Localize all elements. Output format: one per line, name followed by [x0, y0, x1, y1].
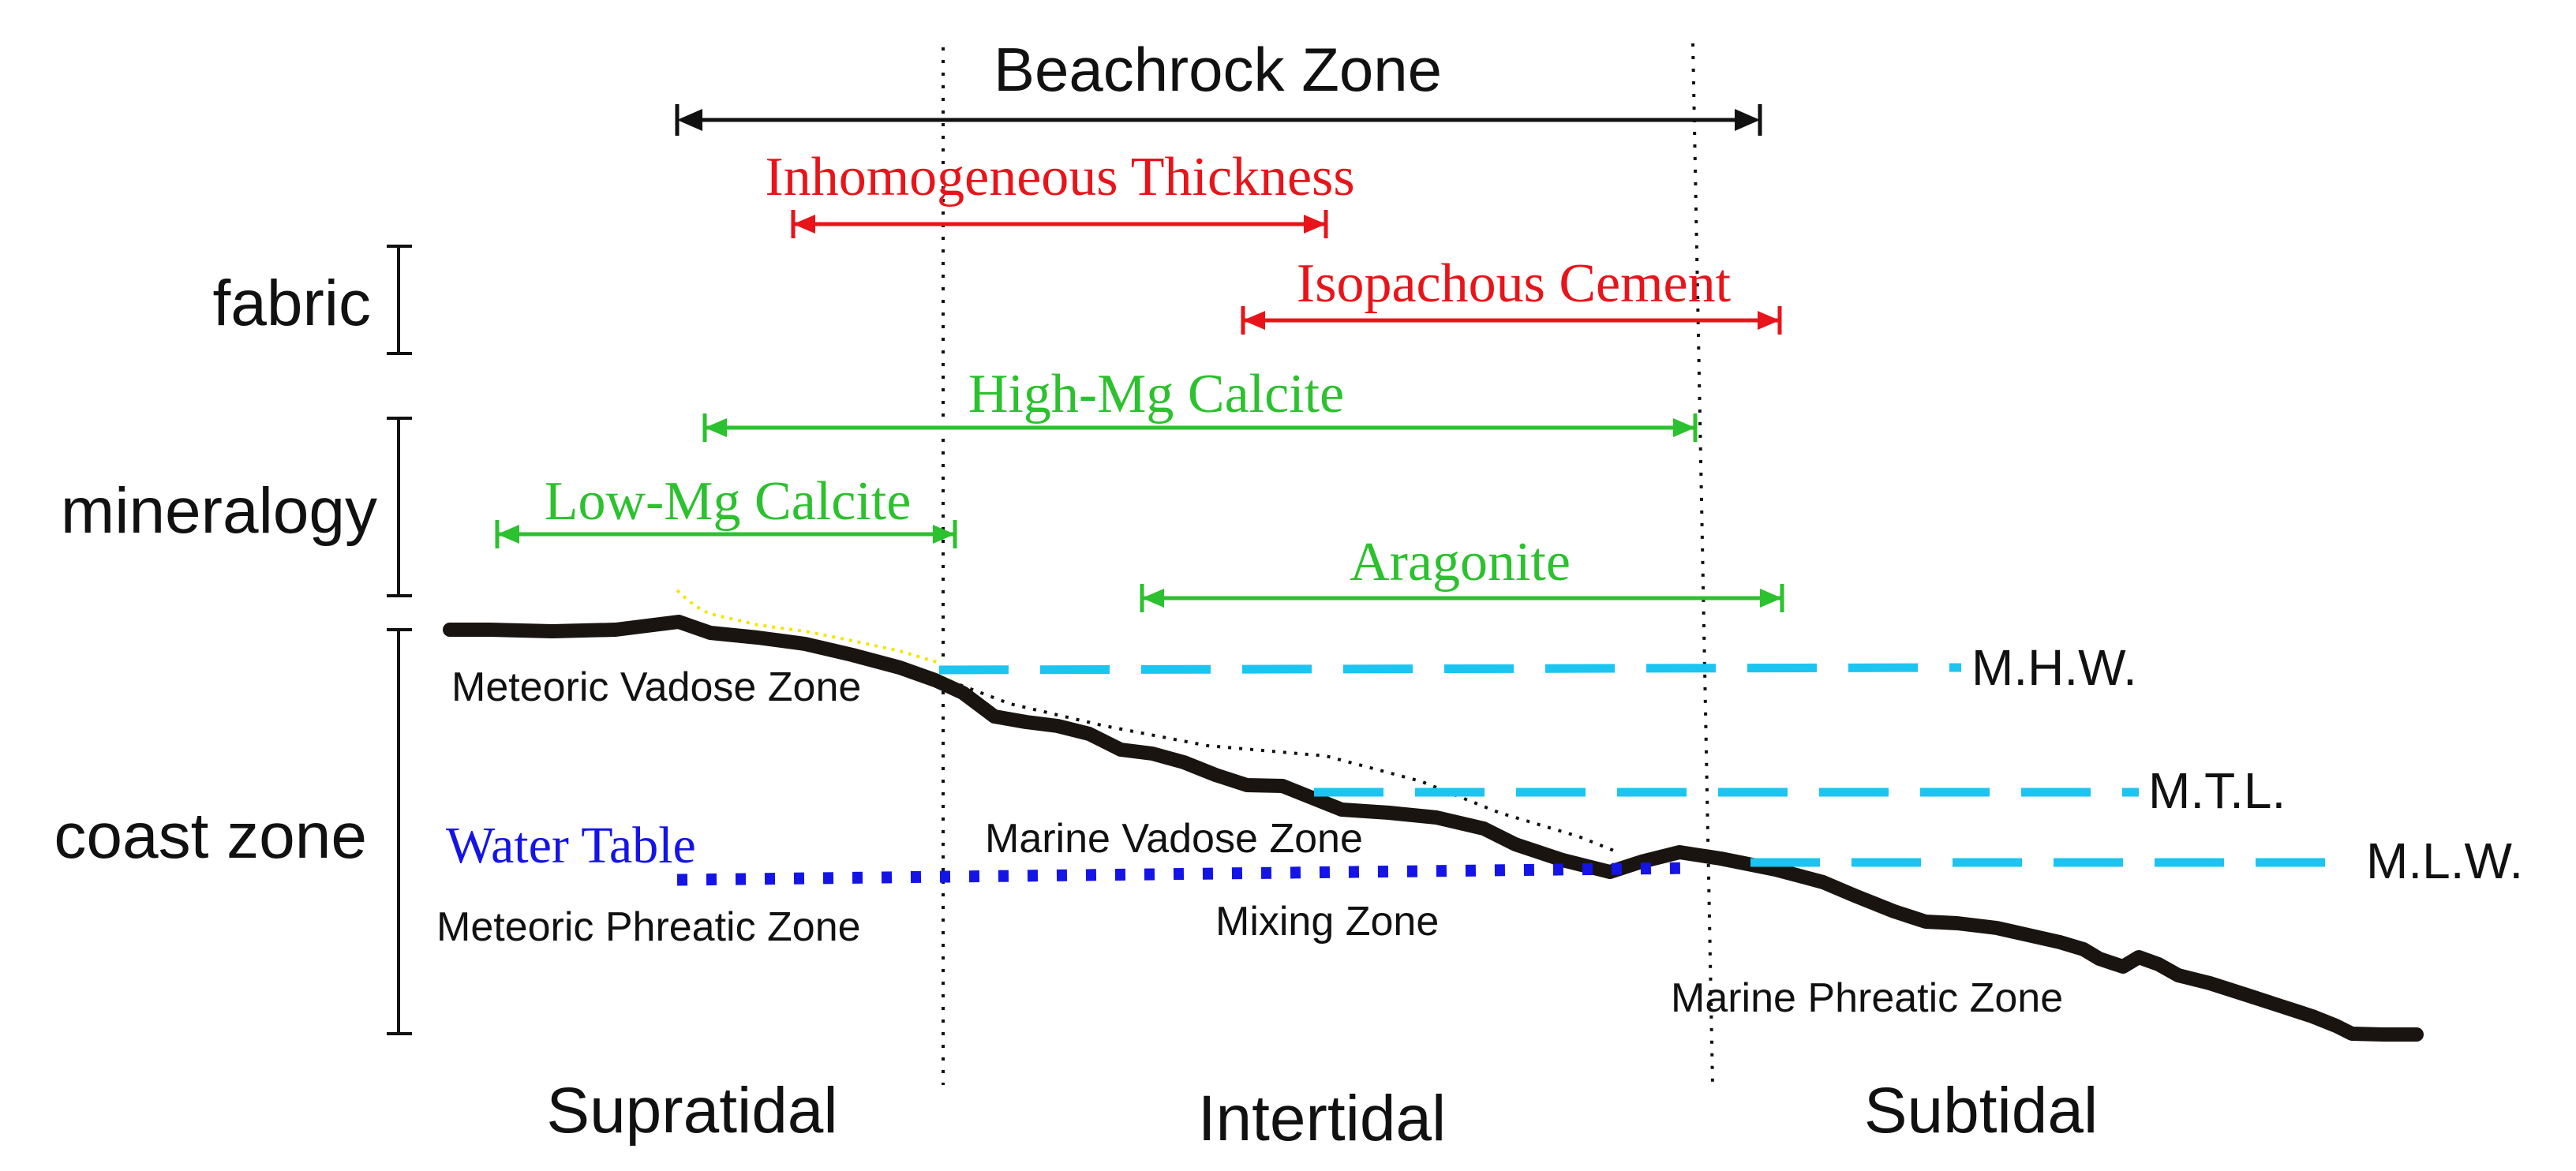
fabric-bracket — [387, 245, 412, 355]
high-mg-calcite-label: High-Mg Calcite — [968, 364, 1344, 425]
high-mg-calcite-arrow — [702, 413, 1698, 442]
fabric-label: fabric — [212, 267, 371, 339]
meteoric-phreatic-zone-label: Meteoric Phreatic Zone — [436, 904, 861, 950]
low-mg-calcite-arrow — [495, 520, 957, 548]
beachrock-zone-arrow — [675, 104, 1762, 136]
mineralogy-bracket — [387, 417, 412, 597]
mineralogy-label: mineralogy — [61, 475, 377, 547]
mtl-label: M.T.L. — [2148, 762, 2286, 819]
inhomogeneous-thickness-label: Inhomogeneous Thickness — [765, 147, 1354, 208]
mhw-label: M.H.W. — [1971, 639, 2137, 696]
coast-zone-bracket — [387, 628, 412, 1035]
mhw-line — [938, 663, 1962, 675]
beachrock-zone-label: Beachrock Zone — [994, 35, 1442, 104]
inhomogeneous-thickness-arrow — [791, 210, 1328, 238]
supratidal-label: Supratidal — [546, 1075, 837, 1147]
water-table-label: Water Table — [446, 817, 696, 874]
isopachous-cement-label: Isopachous Cement — [1297, 253, 1732, 314]
mixing-zone-label: Mixing Zone — [1215, 899, 1439, 945]
low-mg-calcite-label: Low-Mg Calcite — [545, 471, 912, 532]
meteoric-yellow-trace — [676, 589, 940, 664]
intertidal-subtidal-boundary — [1691, 43, 1714, 1086]
aragonite-arrow — [1140, 584, 1784, 612]
marine-vadose-zone-label: Marine Vadose Zone — [985, 816, 1363, 862]
coast-profile — [443, 615, 2424, 1042]
subtidal-label: Subtidal — [1864, 1075, 2098, 1147]
coast-zone-label: coast zone — [54, 800, 367, 872]
marine-phreatic-zone-label: Marine Phreatic Zone — [1671, 975, 2063, 1021]
meteoric-vadose-zone-label: Meteoric Vadose Zone — [451, 664, 861, 710]
water-table-line — [676, 862, 1694, 886]
aragonite-label: Aragonite — [1350, 532, 1571, 593]
isopachous-cement-arrow — [1241, 306, 1782, 335]
mlw-label: M.L.W. — [2366, 832, 2523, 889]
intertidal-label: Intertidal — [1198, 1083, 1447, 1154]
